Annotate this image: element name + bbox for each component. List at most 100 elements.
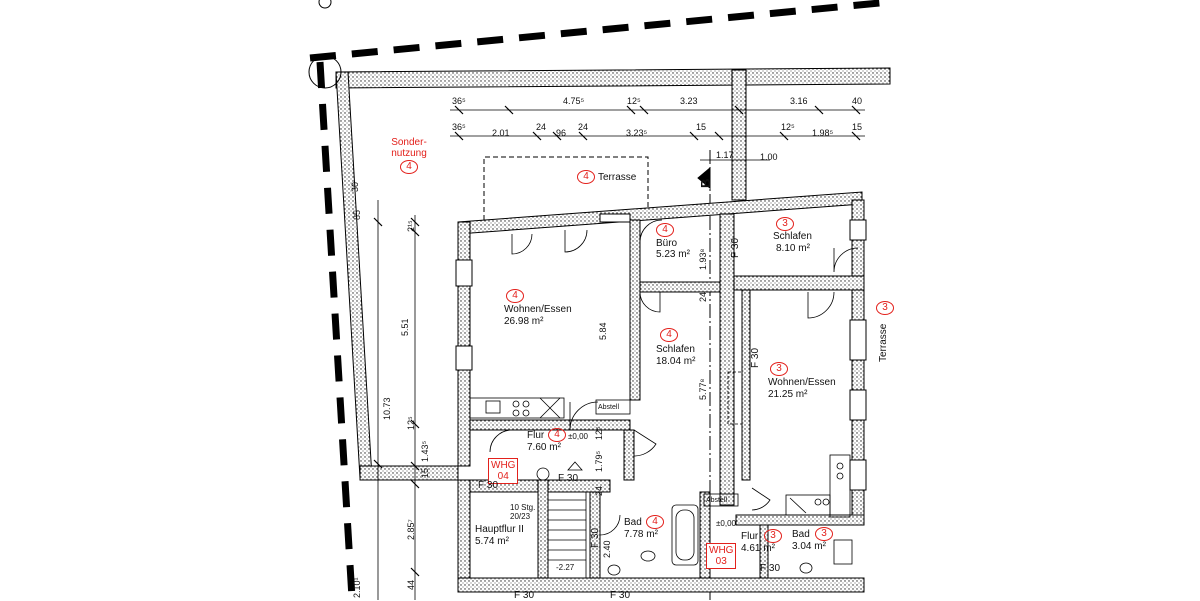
- whg03-line1: WHG: [709, 545, 734, 556]
- dim-inner-2: 1.93⁸: [698, 248, 708, 270]
- flur3-level: ±0,00: [716, 519, 736, 528]
- dim-left-4: 5.51: [400, 318, 410, 336]
- abstell-label-4: Abstell: [598, 404, 620, 411]
- wohnen4-name: Wohnen/Essen: [504, 304, 572, 315]
- dim-top-1: 36⁵: [452, 96, 466, 106]
- sondernutzung-number: 4: [400, 160, 418, 174]
- schlafen4-number: 4: [660, 328, 678, 342]
- staircase: [536, 461, 587, 579]
- flur4-number: 4: [548, 428, 566, 442]
- dim-left-5: 10.73: [382, 397, 392, 420]
- wardrobe: [727, 371, 743, 425]
- dim-inner-1: 5.84: [598, 322, 608, 340]
- bad4-name: Bad: [624, 517, 642, 528]
- dim-inner-7: 24: [594, 485, 604, 496]
- flur3-name: Flur: [741, 531, 759, 542]
- dim-inner-8: 2.40: [602, 540, 612, 558]
- dimension-lines: [373, 105, 865, 600]
- f30-label: F 30: [730, 237, 741, 258]
- dim-left-7: 1.43⁵: [420, 440, 430, 462]
- whg03-tag: WHG 03: [706, 543, 737, 569]
- stairs-label-1: 10 Stg.: [510, 503, 536, 512]
- sondernutzung-label: Sonder- nutzung: [384, 137, 434, 159]
- schlafen3-number: 3: [776, 217, 794, 231]
- dim-inner-5: 12⁵: [594, 426, 604, 440]
- whg04-tag: WHG 04: [488, 458, 519, 484]
- section-marker: B: [698, 178, 713, 188]
- wohnen3-area: 21.25 m²: [768, 389, 808, 400]
- terrace-outline: [483, 156, 649, 220]
- dim-left-3: 2¹⁵: [406, 220, 416, 232]
- bad3-number: 3: [815, 527, 833, 541]
- schlafen3-name: Schlafen: [773, 231, 812, 242]
- dim-row2-3: 24: [536, 122, 547, 132]
- f30-label: F 30: [750, 347, 761, 368]
- terrasse3-label: Terrasse: [878, 323, 889, 362]
- terrasse3-number: 3: [876, 301, 894, 315]
- f30-label: F 30: [590, 527, 601, 548]
- wohnen3-number: 3: [770, 362, 788, 376]
- bad3-name: Bad: [792, 529, 810, 540]
- schlafen4-area: 18.04 m²: [656, 356, 696, 367]
- dim-row2-8: 12⁵: [781, 122, 795, 132]
- bad4-area: 7.78 m²: [624, 529, 658, 540]
- bad4-number: 4: [646, 515, 664, 529]
- dim-left-8: 15: [420, 467, 430, 478]
- abstell-label-3: Abstell: [706, 497, 728, 504]
- dim-left-1: 30: [350, 181, 360, 192]
- windows: [455, 213, 867, 491]
- f30-label: F 30: [478, 480, 499, 491]
- flur4-area: 7.60 m²: [527, 442, 561, 453]
- dim-row2-5: 24: [578, 122, 589, 132]
- dim-row2-1: 36⁵: [452, 122, 466, 132]
- abstell-boxes: [595, 399, 739, 507]
- buero-area: 5.23 m²: [656, 249, 690, 260]
- flur3-area: 4.61 m²: [741, 543, 775, 554]
- dim-row2-10: 15: [852, 122, 863, 132]
- flur4-level: ±0,00: [568, 432, 588, 441]
- dim-left-6: 12⁵: [406, 416, 416, 430]
- dim-top-2: 4.75⁵: [563, 96, 585, 106]
- door-swings: [489, 219, 859, 536]
- buero-number: 4: [656, 223, 674, 237]
- f30-label: F 30: [558, 473, 579, 484]
- dim-top-6: 40: [852, 96, 863, 106]
- dim-inner-3: 24: [698, 291, 708, 302]
- dim-left-10: 44: [406, 579, 416, 590]
- dim-row2-7: 15: [696, 122, 707, 132]
- wohnen4-number: 4: [506, 289, 524, 303]
- dim-row2-9: 1.98⁵: [812, 128, 834, 138]
- dim-row2-4: 96: [556, 128, 567, 138]
- schlafen3-area: 8.10 m²: [776, 243, 810, 254]
- kitchen-units: [469, 397, 851, 518]
- f30-label: F 30: [760, 563, 781, 574]
- dim-top-4: 3.23: [680, 96, 698, 106]
- sondernutzung-line1: Sonder-: [391, 137, 427, 148]
- flur4-name: Flur: [527, 430, 545, 441]
- whg04-line1: WHG: [491, 460, 516, 471]
- buero-name: Büro: [656, 238, 678, 249]
- wohnen4-area: 26.98 m²: [504, 316, 544, 327]
- stair-level: -2.27: [556, 563, 575, 572]
- schlafen4-name: Schlafen: [656, 344, 695, 355]
- terrasse4-label: Terrasse: [598, 172, 637, 183]
- dim-top-3: 12⁵: [627, 96, 641, 106]
- terrasse4-number: 4: [577, 170, 595, 184]
- dim-row2-6: 3.23⁵: [626, 128, 648, 138]
- flur3-number: 3: [764, 529, 782, 543]
- dim-left-2: 85: [352, 209, 362, 220]
- dim-row3-1: 1.17: [716, 150, 734, 160]
- sondernutzung-line2: nutzung: [391, 148, 427, 159]
- bad3-area: 3.04 m²: [792, 541, 826, 552]
- site-wall: [335, 67, 891, 481]
- dim-top-5: 3.16: [790, 96, 808, 106]
- f30-label: F 30: [610, 590, 631, 601]
- hauptflur-area: 5.74 m²: [475, 536, 509, 547]
- wohnen3-name: Wohnen/Essen: [768, 377, 836, 388]
- f30-label: F 30: [514, 590, 535, 601]
- dim-left-9: 2.85⁷: [406, 519, 416, 540]
- whg03-line2: 03: [715, 556, 727, 567]
- dim-row2-2: 2.01: [492, 128, 510, 138]
- stairs-label-2: 20/23: [510, 512, 531, 521]
